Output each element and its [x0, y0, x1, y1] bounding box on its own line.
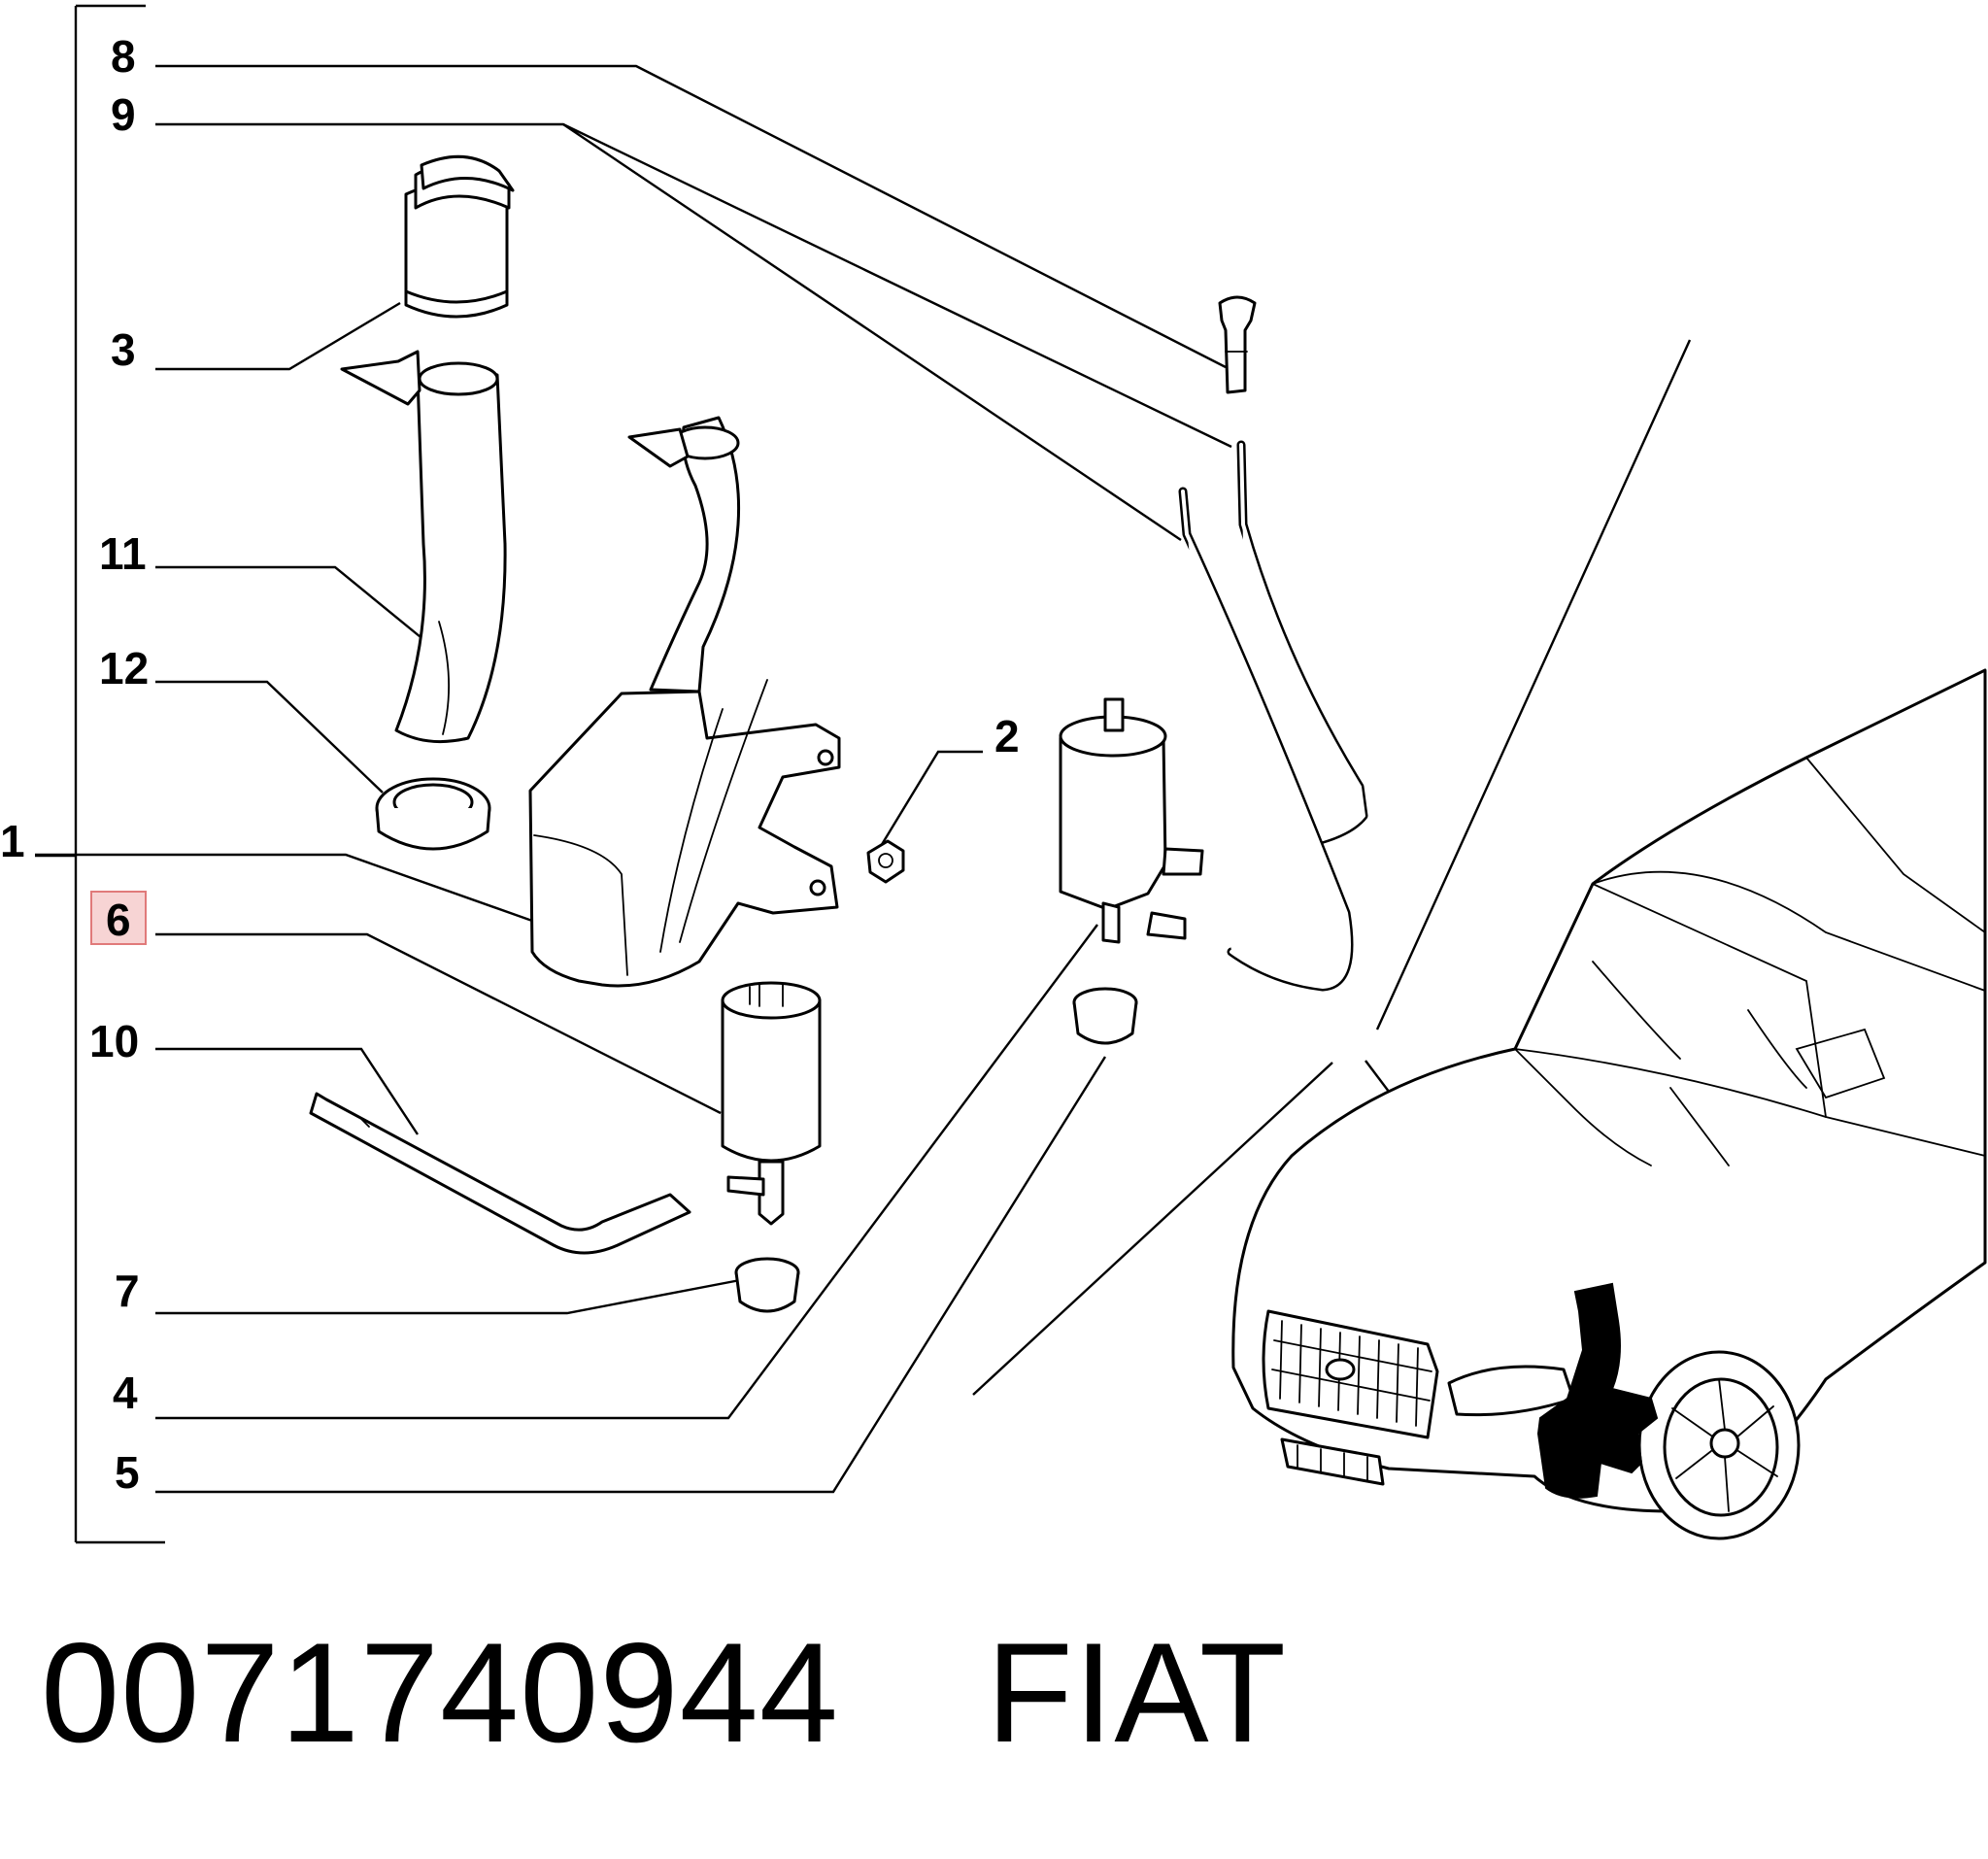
filler-cap-part [404, 154, 515, 319]
brand-name: FIAT [986, 1613, 1288, 1772]
washer-pump-right-part [1059, 697, 1204, 944]
washer-pump-part [721, 981, 822, 1226]
grommet-right-part [1072, 987, 1138, 1045]
callout-4: 4 [113, 1368, 138, 1418]
part-number: 0071740944 [41, 1613, 839, 1772]
callout-3: 3 [111, 324, 136, 375]
seal-ring-part [375, 777, 491, 851]
part-number-footer: 0071740944 FIAT [41, 1622, 1287, 1764]
callout-6-highlight [90, 891, 147, 945]
leader-lines [35, 64, 1232, 1494]
callout-5: 5 [115, 1447, 140, 1498]
callout-1: 1 [0, 816, 25, 866]
nut-part [866, 839, 905, 884]
washer-reservoir-part [528, 416, 841, 988]
connecting-hose-part [309, 1092, 691, 1255]
callout-12: 12 [99, 643, 149, 693]
reservoir-location-highlight [1536, 1282, 1659, 1499]
callout-2: 2 [994, 711, 1020, 761]
grommet-part [734, 1257, 800, 1313]
callout-7: 7 [115, 1266, 140, 1316]
callout-8: 8 [111, 31, 136, 82]
connector-part [1218, 295, 1257, 394]
assembly-bracket [35, 4, 165, 1544]
washer-tubes-part [1178, 440, 1368, 992]
car-location-illustration [972, 339, 1987, 1540]
callout-10: 10 [89, 1016, 139, 1066]
callout-6: 6 [106, 895, 131, 945]
callout-11: 11 [99, 528, 147, 579]
callout-labels: 8 9 3 11 12 1 6 10 7 4 5 2 [0, 31, 1020, 1498]
filler-neck-part [340, 350, 507, 744]
callout-9: 9 [111, 89, 136, 140]
